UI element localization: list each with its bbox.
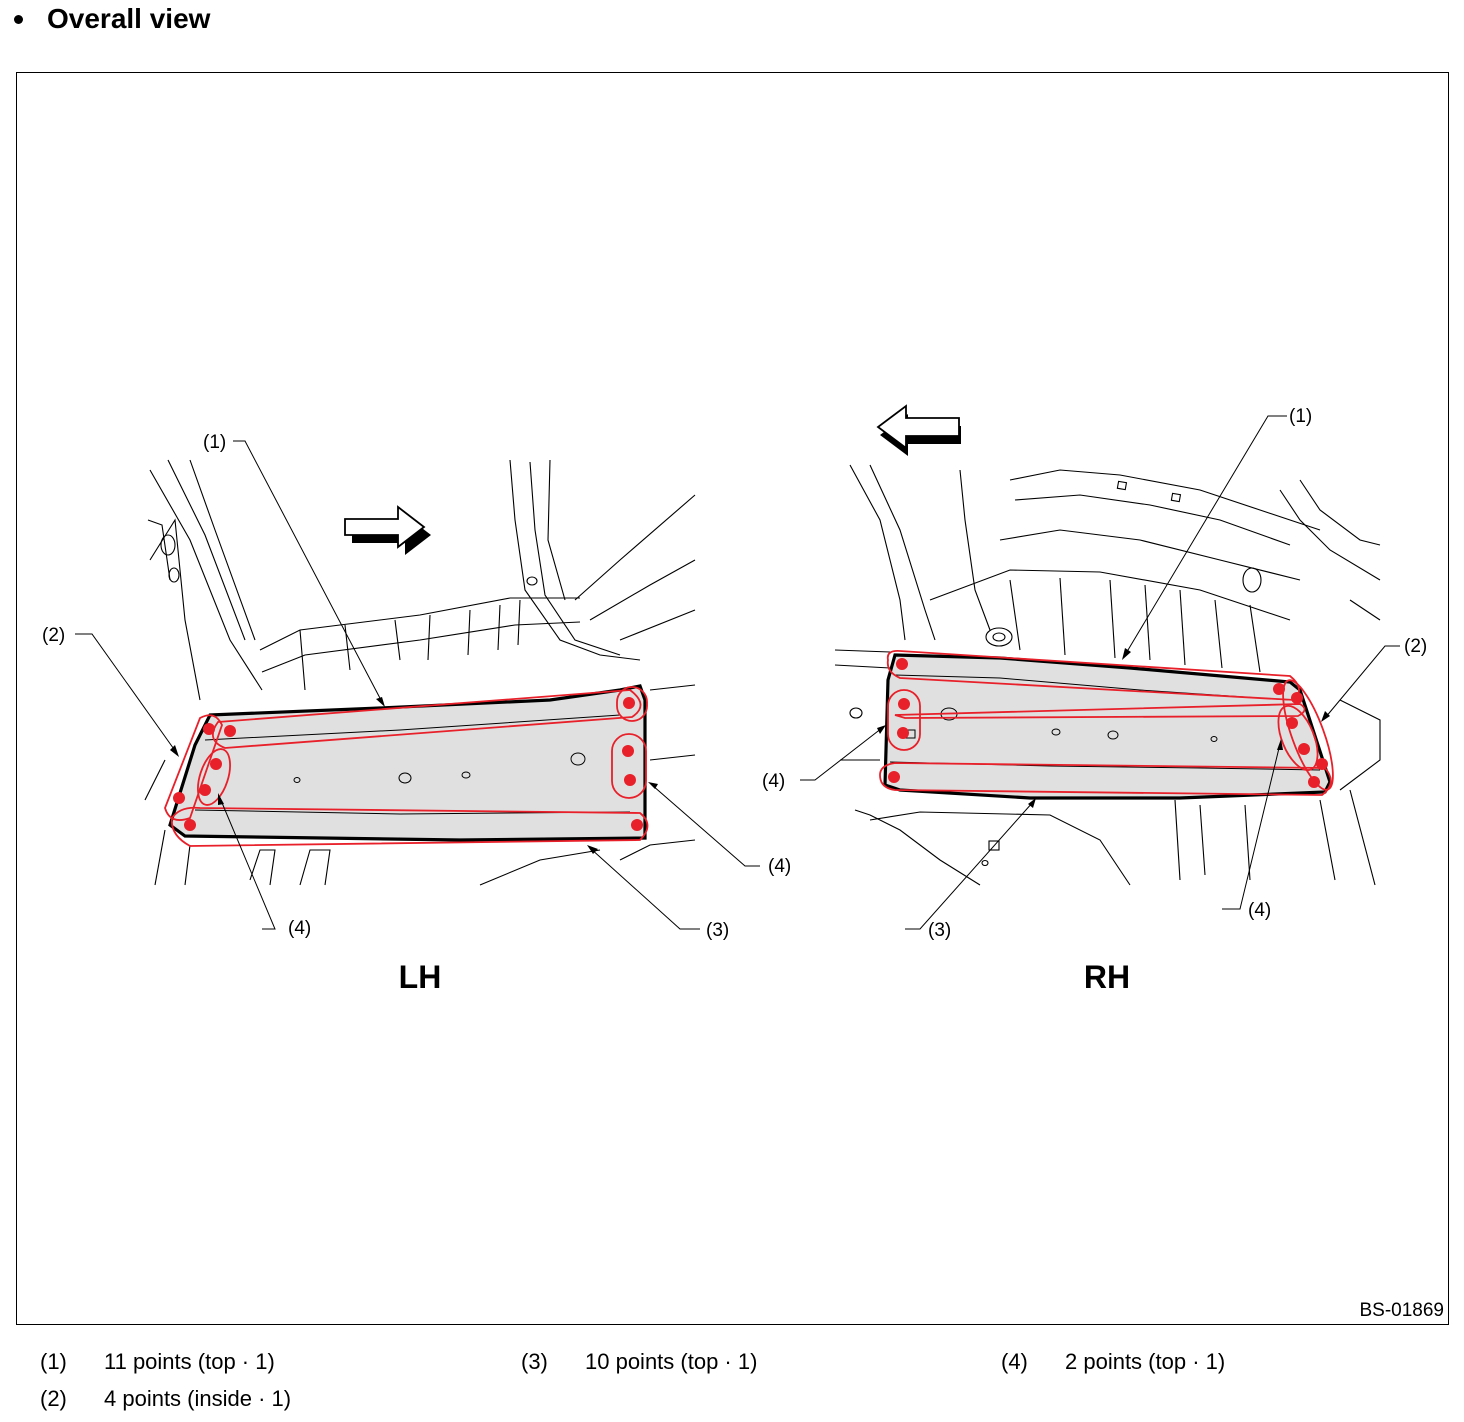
rh-weld-zones <box>879 650 1334 796</box>
rh-leader-lines <box>800 415 1400 930</box>
legend-text: 11 points (top · 1) <box>104 1349 275 1374</box>
rh-view-title: RH <box>1084 959 1130 995</box>
lh-callout-4-right: (4) <box>768 856 791 877</box>
legend-number: (1) <box>40 1349 67 1374</box>
lh-view-title: LH <box>399 959 442 995</box>
rh-callout-4-right: (4) <box>1248 900 1271 921</box>
figure-frame <box>16 72 1449 1325</box>
figure-id: BS-01869 <box>1359 1300 1444 1321</box>
rh-callout-4-left: (4) <box>762 771 785 792</box>
rh-callout-3: (3) <box>928 920 951 941</box>
legend-number: (3) <box>521 1349 548 1374</box>
lh-callout-3: (3) <box>706 920 729 941</box>
legend-item-1: (1) 11 points (top · 1) <box>40 1349 275 1375</box>
rh-leader-arrowheads <box>877 648 1330 808</box>
legend-text: 2 points (top · 1) <box>1065 1349 1226 1374</box>
legend-item-4: (4) 2 points (top · 1) <box>1001 1349 1225 1375</box>
lh-view: (1) (2) (3) (4) (4) LH <box>42 432 791 995</box>
rh-callout-1: (1) <box>1289 406 1312 427</box>
legend-text: 4 points (inside · 1) <box>104 1386 292 1411</box>
lh-callout-4-left: (4) <box>288 918 311 939</box>
lh-callout-1: (1) <box>203 432 226 453</box>
rh-callout-2: (2) <box>1404 636 1427 657</box>
lh-leader-lines <box>75 440 760 930</box>
bullet-icon <box>14 14 23 24</box>
section-heading: Overall view <box>14 0 210 38</box>
section-title: Overall view <box>47 3 211 34</box>
rh-body-linework <box>834 464 1381 886</box>
legend-item-2: (2) 4 points (inside · 1) <box>40 1386 291 1412</box>
lh-forward-arrow-icon <box>344 505 431 555</box>
legend-item-3: (3) 10 points (top · 1) <box>521 1349 757 1375</box>
lh-body-linework <box>144 459 696 886</box>
lh-panel <box>168 684 647 842</box>
rh-view: (1) (2) (3) (4) (4) RH <box>762 404 1427 995</box>
rh-forward-arrow-icon <box>876 404 961 456</box>
lh-callout-2: (2) <box>42 625 65 646</box>
legend-number: (2) <box>40 1386 67 1411</box>
legend-number: (4) <box>1001 1349 1028 1374</box>
lh-weld-points <box>173 697 643 831</box>
lh-leader-arrowheads <box>170 697 658 854</box>
rh-weld-points <box>888 658 1328 788</box>
legend-text: 10 points (top · 1) <box>585 1349 758 1374</box>
